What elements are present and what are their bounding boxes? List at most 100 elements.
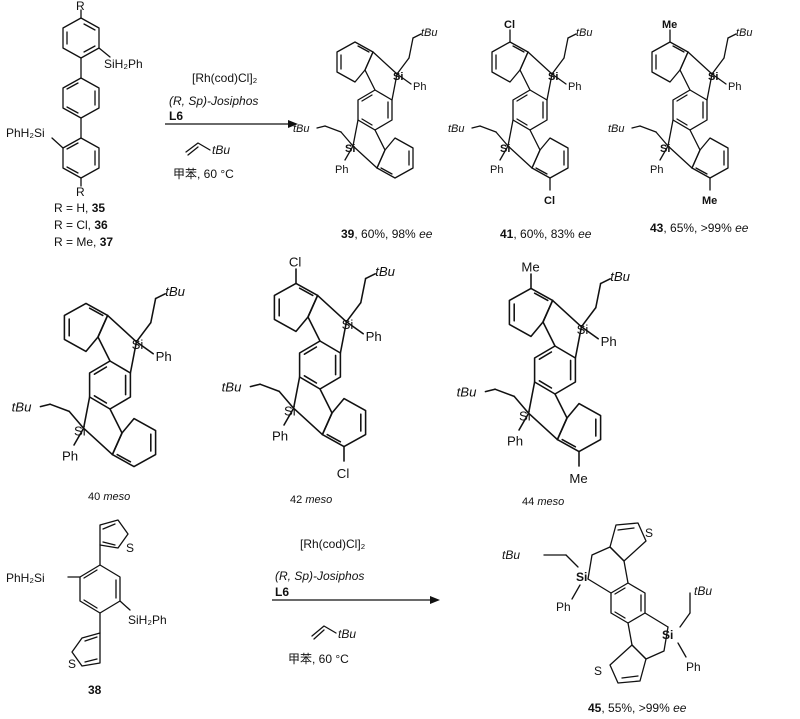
ring-bottom bbox=[62, 137, 100, 179]
svg-text:Si: Si bbox=[519, 408, 531, 423]
product-45-label: 45, 55%, >99% ee bbox=[588, 701, 687, 715]
svg-text:Me: Me bbox=[569, 471, 587, 486]
svg-text:Ph: Ph bbox=[728, 81, 741, 93]
r-label-bottom: R bbox=[76, 185, 85, 199]
solvent-temp-label: 甲苯, 60 °C bbox=[173, 167, 234, 181]
phh2si-38-label: PhH₂Si bbox=[6, 571, 45, 585]
svg-text:Ph: Ph bbox=[272, 429, 288, 444]
svg-text:Me: Me bbox=[702, 195, 717, 207]
arrow-head-bottom bbox=[430, 596, 440, 604]
r-legend-37: R = Me, 37 bbox=[54, 235, 113, 249]
svg-text:Cl: Cl bbox=[504, 19, 515, 31]
svg-text:tBu: tBu bbox=[457, 384, 477, 399]
svg-text:Cl: Cl bbox=[544, 195, 555, 207]
svg-text:Ph: Ph bbox=[507, 434, 523, 449]
ring-top bbox=[62, 17, 100, 59]
central-benzene-38 bbox=[79, 564, 121, 614]
svg-text:Ph: Ph bbox=[413, 81, 426, 93]
svg-text:S: S bbox=[645, 526, 653, 540]
svg-text:tBu: tBu bbox=[165, 284, 185, 299]
sih2ph-right-label: SiH₂Ph bbox=[104, 57, 143, 71]
svg-text:Si: Si bbox=[660, 143, 670, 155]
svg-text:Me: Me bbox=[521, 260, 539, 275]
r-label-top: R bbox=[76, 0, 85, 13]
svg-text:Ph: Ph bbox=[568, 81, 581, 93]
r-legend-36: R = Cl, 36 bbox=[54, 218, 108, 232]
ligand-code-label-bottom: L6 bbox=[275, 585, 289, 599]
svg-text:tBu: tBu bbox=[736, 27, 753, 39]
svg-text:tBu: tBu bbox=[293, 123, 310, 135]
svg-text:Si: Si bbox=[500, 143, 510, 155]
starting-material-38: S PhH₂Si SiH₂Ph S 38 bbox=[6, 519, 167, 697]
ligand-code-label: L6 bbox=[169, 109, 183, 123]
svg-text:Ph: Ph bbox=[366, 329, 382, 344]
alkene-tbu-label: tBu bbox=[212, 143, 230, 157]
svg-text:tBu: tBu bbox=[448, 123, 465, 135]
svg-text:Si: Si bbox=[132, 337, 144, 352]
svg-text:tBu: tBu bbox=[608, 123, 625, 135]
ligand-label: (R, Sp)-Josiphos bbox=[169, 94, 258, 108]
svg-text:Ph: Ph bbox=[686, 660, 701, 674]
svg-text:Si: Si bbox=[74, 423, 86, 438]
arrow-head-top bbox=[288, 120, 298, 128]
meso-40: Si Ph tBu Si Ph tBu bbox=[12, 284, 186, 468]
svg-text:Ph: Ph bbox=[62, 449, 78, 464]
svg-text:tBu: tBu bbox=[694, 584, 712, 598]
svg-text:Ph: Ph bbox=[335, 164, 348, 176]
product-43-label: 43, 65%, >99% ee bbox=[650, 221, 749, 235]
svg-text:tBu: tBu bbox=[12, 399, 32, 414]
meso-44-label: 44 meso bbox=[522, 496, 564, 508]
svg-text:tBu: tBu bbox=[610, 269, 630, 284]
product-39-label: 39, 60%, 98% ee bbox=[341, 227, 433, 241]
svg-text:Si: Si bbox=[577, 322, 589, 337]
ring-middle bbox=[62, 77, 100, 119]
thiophene-bottom bbox=[71, 632, 101, 667]
svg-text:tBu: tBu bbox=[576, 27, 593, 39]
phh2si-left-label: PhH₂Si bbox=[6, 126, 45, 140]
meso-42-label: 42 meso bbox=[290, 494, 332, 506]
sm-38-label: 38 bbox=[88, 683, 102, 697]
catalyst-label-bottom: [Rh(cod)Cl]₂ bbox=[300, 537, 366, 551]
product-41: Cl Cl Si Ph tBu Si Ph tBu bbox=[448, 19, 593, 207]
svg-text:Ph: Ph bbox=[156, 349, 172, 364]
svg-text:Me: Me bbox=[662, 19, 677, 31]
starting-material-35-37: R SiH₂Ph PhH₂Si R R = H, 35 R = Cl, 36 R… bbox=[6, 0, 143, 249]
svg-text:Ph: Ph bbox=[650, 164, 663, 176]
svg-text:tBu: tBu bbox=[222, 379, 242, 394]
product-43: Me Me Si Ph tBu Si Ph tBu bbox=[608, 19, 753, 207]
svg-text:Ph: Ph bbox=[601, 334, 617, 349]
product-41-label: 41, 60%, 83% ee bbox=[500, 227, 592, 241]
svg-text:Si: Si bbox=[345, 143, 355, 155]
alkene-icon-bottom bbox=[311, 625, 337, 637]
svg-text:Cl: Cl bbox=[337, 466, 350, 481]
svg-text:S: S bbox=[126, 541, 134, 555]
svg-text:Si: Si bbox=[662, 628, 673, 642]
ligand-label-bottom: (R, Sp)-Josiphos bbox=[275, 569, 364, 583]
svg-text:tBu: tBu bbox=[375, 264, 395, 279]
meso-40-label: 40 meso bbox=[88, 491, 130, 503]
svg-text:Ph: Ph bbox=[490, 164, 503, 176]
thiophene-top bbox=[99, 519, 129, 549]
svg-text:Si: Si bbox=[284, 403, 296, 418]
svg-text:tBu: tBu bbox=[421, 27, 438, 39]
alkene-icon bbox=[185, 142, 211, 153]
svg-text:Si: Si bbox=[708, 71, 718, 83]
svg-text:Si: Si bbox=[548, 71, 558, 83]
svg-text:Si: Si bbox=[393, 71, 403, 83]
reaction-arrow-bottom: [Rh(cod)Cl]₂ (R, Sp)-Josiphos L6 tBu 甲苯,… bbox=[272, 537, 440, 666]
solvent-temp-label-bottom: 甲苯, 60 °C bbox=[288, 652, 349, 666]
svg-text:Si: Si bbox=[576, 570, 587, 584]
r-legend-35: R = H, 35 bbox=[54, 201, 105, 215]
svg-text:S: S bbox=[68, 657, 76, 671]
svg-text:Si: Si bbox=[342, 317, 354, 332]
meso-42: Cl Cl Si Ph tBu Si Ph tBu bbox=[222, 255, 396, 481]
sih2ph-38-label: SiH₂Ph bbox=[128, 613, 167, 627]
svg-text:S: S bbox=[594, 664, 602, 678]
alkene-tbu-label-bottom: tBu bbox=[338, 627, 356, 641]
svg-text:Cl: Cl bbox=[289, 255, 302, 270]
catalyst-label: [Rh(cod)Cl]₂ bbox=[192, 71, 258, 85]
reaction-arrow-top: [Rh(cod)Cl]₂ (R, Sp)-Josiphos L6 tBu 甲苯,… bbox=[165, 71, 298, 181]
product-39: Si Ph tBu Si Ph tBu bbox=[293, 27, 438, 179]
meso-44: Me Me Si Ph tBu Si Ph tBu bbox=[457, 260, 631, 486]
